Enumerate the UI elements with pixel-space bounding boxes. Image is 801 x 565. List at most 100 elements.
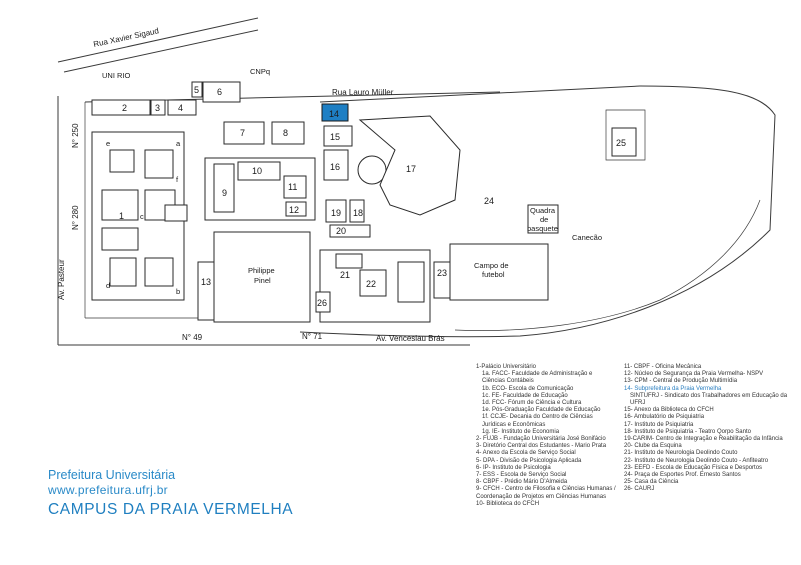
building-12 (285, 201, 307, 217)
area-philippe-2: Pinel (254, 276, 271, 285)
legend-item: 19-CARIM- Centro de Integração e Reabili… (624, 436, 783, 443)
num-10: 10 (252, 166, 262, 176)
legend-item: 11- CBPF - Oficina Mecânica (624, 364, 702, 370)
building-19 (325, 199, 347, 223)
num-3: 3 (155, 103, 160, 113)
legend-item: 1d. FCC- Fórum de Ciência e Cultura (482, 400, 582, 407)
street-n71: N° 71 (302, 332, 323, 341)
building-4 (167, 99, 197, 116)
building-18 (349, 199, 365, 223)
legend-item: 1a. FACC- Faculdade de Administração e C… (482, 371, 593, 385)
num-8: 8 (283, 128, 288, 138)
num-19: 19 (331, 208, 341, 218)
top-blocks (91, 81, 305, 145)
area-philippe-1: Philippe (248, 266, 275, 275)
legend-item: 7- ESS - Escola de Serviço Social (476, 472, 567, 479)
num-2: 2 (122, 103, 127, 113)
brand-url[interactable]: www.prefeitura.ufrj.br (48, 483, 168, 497)
area-campo-2: futebol (482, 270, 505, 279)
sub-f: f (176, 175, 179, 184)
legend-item: 25- Casa da Ciência (624, 479, 679, 486)
num-9: 9 (222, 188, 227, 198)
area-campo-1: Campo de (474, 261, 509, 270)
legend-item: 1c. FE- Faculdade de Educação (482, 392, 568, 399)
building-5 (191, 81, 203, 98)
street-xavier-sigaud: Rua Xavier Sigaud (93, 26, 160, 49)
num-13: 13 (201, 277, 211, 287)
building-20 (329, 224, 371, 238)
legend-item: 6- IP- Instituto de Psicologia (476, 464, 551, 471)
num-4: 4 (178, 103, 183, 113)
num-23: 23 (437, 268, 447, 278)
num-21: 21 (340, 270, 350, 280)
building-3 (150, 99, 166, 116)
num-18: 18 (353, 208, 363, 218)
legend-item: 1f. CCJE- Decania do Centro de Ciências … (482, 414, 593, 428)
street-n280: N° 280 (71, 205, 80, 230)
legend-item: 20- Clube da Esquina (624, 443, 682, 450)
legend-item: 1g. IE- Instituto de Economia (482, 428, 560, 435)
area-canecao: Canecão (572, 233, 602, 242)
num-14: 14 (329, 109, 339, 119)
num-15: 15 (330, 132, 340, 142)
neurologia-area (315, 249, 453, 323)
legend-item: 1-Palácio Universitário (476, 364, 537, 370)
campus-map-svg: Rua Xavier Sigaud Rua Lauro Müller N° 25… (57, 17, 776, 346)
legend-item: 17- Instituto de Psiquiatria (624, 421, 694, 428)
area-unirio: UNI RIO (102, 71, 131, 80)
area-quadra-3: basquete (527, 224, 558, 233)
building-13 (197, 261, 215, 321)
building-16 (323, 149, 349, 181)
campo-de-futebol (449, 243, 549, 301)
building-8 (271, 121, 305, 145)
legend-item: 1b. ECO- Escola de Comunicação (482, 385, 574, 392)
legend-item: 8- CBPF - Prédio Mário D'Almeida (476, 479, 568, 486)
legend-item: 1e. Pós-Graduação Faculdade de Educação (482, 407, 601, 414)
street-n49: N° 49 (182, 333, 203, 342)
legend-item: 13- CPM - Central de Produção Multimídia (624, 378, 738, 385)
building-25 (611, 127, 637, 157)
num-25: 25 (616, 138, 626, 148)
legend-item: 26- CAURJ (624, 486, 655, 493)
legend-item: 10- Biblioteca do CFCH (476, 500, 540, 507)
num-22: 22 (366, 279, 376, 289)
num-11: 11 (288, 182, 297, 192)
building-11 (283, 175, 307, 199)
legend-item: 12- Núcleo de Segurança da Praia Vermelh… (624, 371, 764, 378)
area-quadra-1: Quadra (530, 206, 556, 215)
cfch-block (204, 157, 316, 221)
street-pasteur: Av. Pasteur (57, 259, 66, 300)
sub-c: c (140, 212, 144, 221)
legend-item: 22- Instituto de Neurologia Deolindo Cou… (624, 457, 769, 464)
building-15 (323, 125, 353, 147)
num-24: 24 (484, 196, 494, 206)
sub-d: d (106, 281, 110, 290)
num-6: 6 (217, 87, 222, 97)
sub-e: e (106, 139, 110, 148)
legend-item: 21- Instituto de Neurologia Deolindo Cou… (624, 450, 738, 457)
sports-area (449, 109, 646, 301)
legend-item: 3- Diretório Central dos Estudantes - Ma… (476, 443, 607, 450)
legend-item: 4- Anexo da Escola de Serviço Social (476, 450, 576, 457)
brand-campus-title: CAMPUS DA PRAIA VERMELHA (48, 501, 294, 518)
sub-b: b (176, 287, 180, 296)
legend-item: 15- Anexo da Biblioteca do CFCH (624, 407, 714, 414)
area-cnpq: CNPq (250, 67, 270, 76)
psiquiatria-complex (323, 115, 461, 238)
legend-item: 14- Subprefeitura da Praia Vermelha (624, 385, 722, 392)
legend-item: 24- Praça de Esportes Prof. Ernesto Sant… (624, 472, 741, 479)
num-20: 20 (336, 226, 346, 236)
building-14-highlight (321, 103, 349, 122)
philippe-pinel (197, 231, 311, 323)
num-5: 5 (194, 85, 199, 95)
legend-item: SINTUFRJ - Sindicato dos Trabalhadores e… (630, 392, 788, 407)
sub-a: a (176, 139, 181, 148)
street-lauro-muller: Rua Lauro Müller (332, 88, 394, 97)
legend-item: 23- EEFD - Escola de Educação Física e D… (624, 464, 763, 471)
legend-item: 16- Ambulatório de Psiquiatria (624, 414, 705, 421)
building-9 (213, 163, 235, 213)
building-26 (315, 291, 331, 313)
quadra-de-basquete (527, 204, 559, 234)
